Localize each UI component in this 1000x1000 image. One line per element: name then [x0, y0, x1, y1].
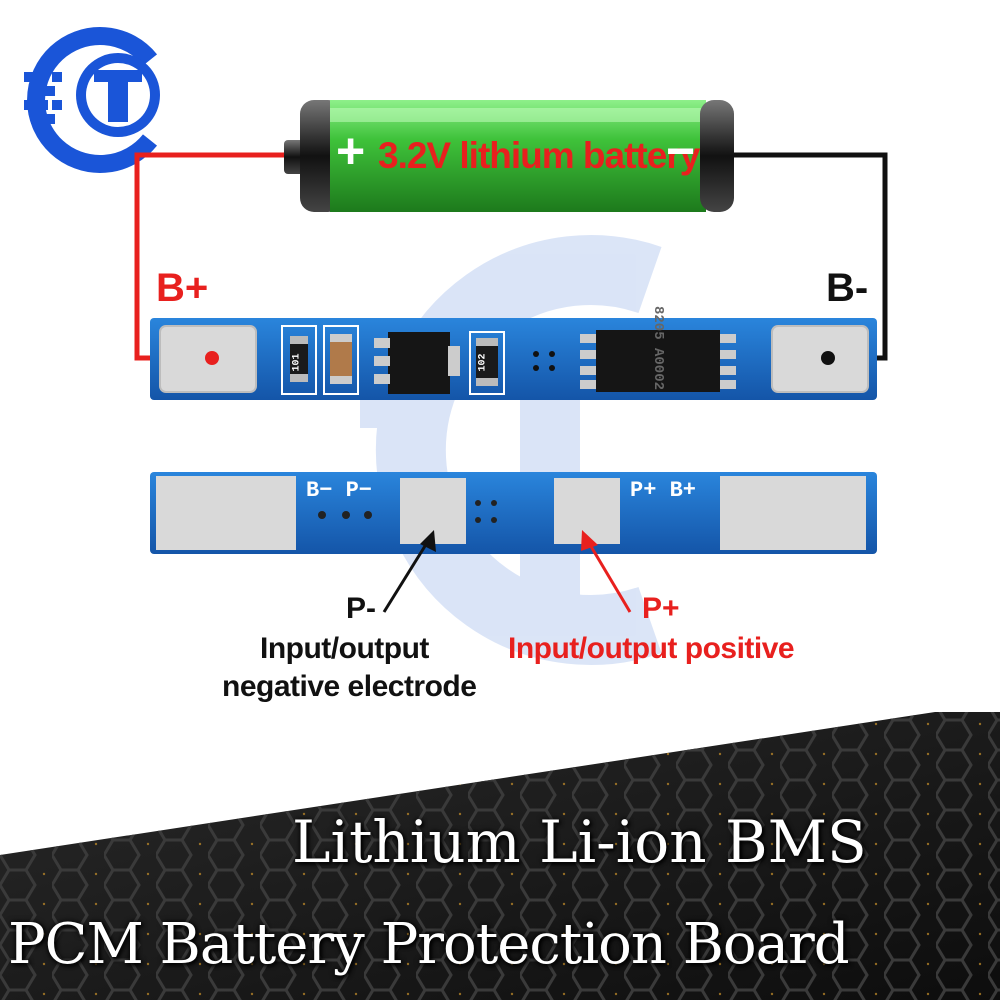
silk-p-plus-b-plus: P+ B+: [630, 478, 697, 503]
banner-title-line2: PCM Battery Protection Board: [8, 912, 850, 977]
pcb-bottom: [150, 472, 877, 554]
p-plus-desc: Input/output positive: [508, 632, 795, 665]
battery: [284, 100, 734, 212]
brand-logo-icon: [24, 27, 160, 173]
p-minus-label: P-: [346, 592, 376, 625]
b-minus-label: B-: [826, 266, 869, 310]
battery-minus-sign: −: [666, 123, 696, 179]
silk-b-minus-p-minus: B− P−: [306, 478, 373, 503]
battery-plus-sign: +: [336, 123, 366, 179]
p-minus-arrow: [382, 530, 436, 613]
pcb-top: [150, 318, 877, 400]
p-plus-label: P+: [642, 592, 680, 625]
banner-title-line1: Lithium Li-ion BMS: [292, 808, 867, 876]
p-minus-desc-line2: negative electrode: [222, 670, 477, 703]
resistor-101-label: 101: [291, 353, 303, 372]
banner-background: [0, 712, 1000, 1000]
b-minus-solder-point: [821, 351, 835, 365]
p-plus-arrow: [581, 530, 632, 613]
battery-label: 3.2V lithium battery: [378, 135, 700, 176]
ic-marking: 8205 A0002: [650, 306, 666, 391]
p-minus-desc-line1: Input/output: [260, 632, 429, 665]
b-plus-solder-point: [205, 351, 219, 365]
resistor-102-label: 102: [477, 353, 489, 372]
b-plus-label: B+: [156, 266, 209, 310]
